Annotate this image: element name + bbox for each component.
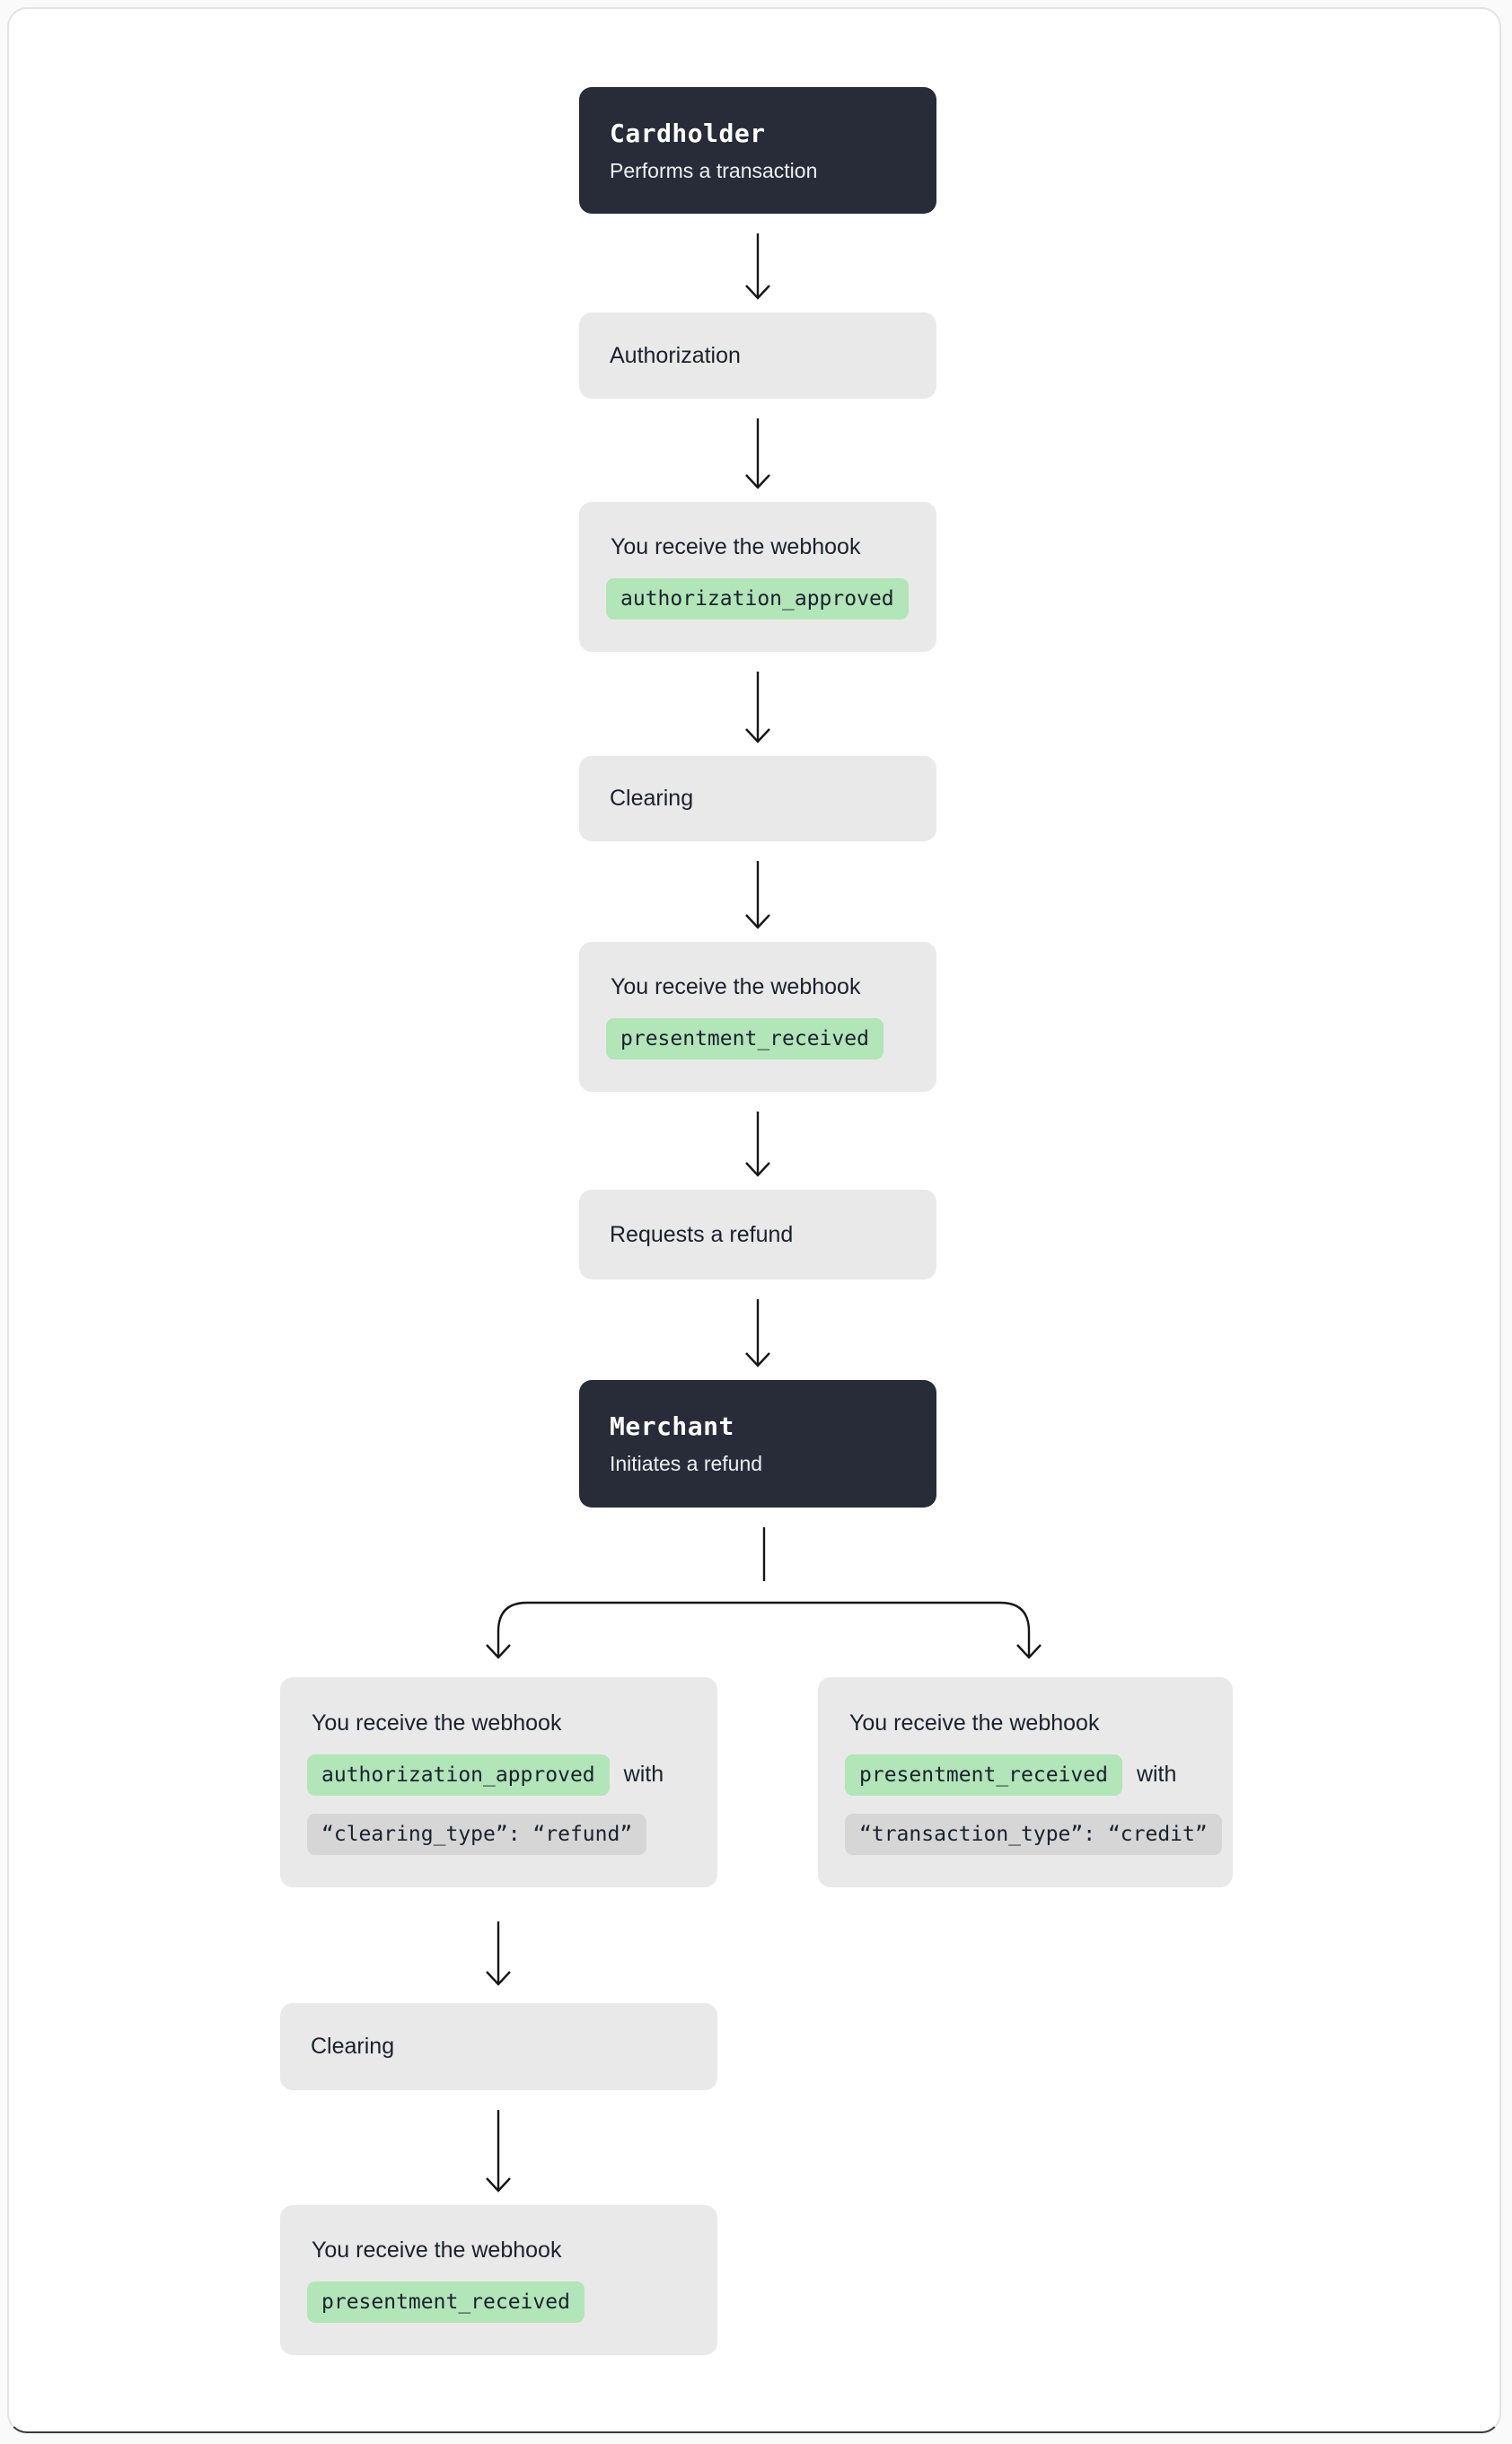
webhook-badge: presentment_received bbox=[606, 1018, 883, 1059]
webhook-badge: presentment_received bbox=[845, 1754, 1122, 1796]
authorization-label: Authorization bbox=[610, 342, 741, 368]
webhook-badge: authorization_approved bbox=[307, 1754, 610, 1796]
webhook-text: You receive the webhook bbox=[312, 1710, 562, 1736]
node-branch-authorization-approved: You receive the webhook authorization_ap… bbox=[280, 1677, 717, 1887]
param-badge: “transaction_type”: “credit” bbox=[845, 1813, 1222, 1855]
merchant-title: Merchant bbox=[610, 1411, 734, 1441]
node-cardholder: Cardholder Performs a transaction bbox=[579, 87, 936, 214]
cardholder-subtitle: Performs a transaction bbox=[610, 158, 818, 182]
with-label: with bbox=[623, 1762, 664, 1787]
webhook-text: You receive the webhook bbox=[312, 2237, 562, 2263]
webhook-text: You receive the webhook bbox=[611, 534, 861, 559]
webhook-badge: authorization_approved bbox=[606, 578, 909, 620]
param-badge: “clearing_type”: “refund” bbox=[307, 1813, 647, 1855]
node-webhook-presentment-received: You receive the webhook presentment_rece… bbox=[579, 942, 936, 1092]
node-webhook-presentment-final: You receive the webhook presentment_rece… bbox=[280, 2205, 717, 2355]
node-authorization: Authorization bbox=[579, 312, 936, 399]
requests-refund-label: Requests a refund bbox=[610, 1221, 794, 1247]
merchant-subtitle: Initiates a refund bbox=[610, 1452, 763, 1475]
webhook-text: You receive the webhook bbox=[849, 1710, 1100, 1736]
node-branch-presentment-received: You receive the webhook presentment_rece… bbox=[818, 1677, 1233, 1887]
webhook-badge: presentment_received bbox=[307, 2281, 585, 2323]
webhook-text: You receive the webhook bbox=[611, 974, 861, 999]
node-merchant: Merchant Initiates a refund bbox=[579, 1380, 936, 1508]
cardholder-title: Cardholder bbox=[610, 118, 766, 148]
clearing-label: Clearing bbox=[311, 2034, 395, 2059]
node-clearing-2: Clearing bbox=[280, 2003, 717, 2090]
node-requests-refund: Requests a refund bbox=[579, 1190, 936, 1279]
node-clearing: Clearing bbox=[579, 756, 936, 841]
with-label: with bbox=[1136, 1762, 1177, 1787]
node-webhook-authorization-approved: You receive the webhook authorization_ap… bbox=[579, 502, 936, 652]
clearing-label: Clearing bbox=[610, 786, 694, 811]
